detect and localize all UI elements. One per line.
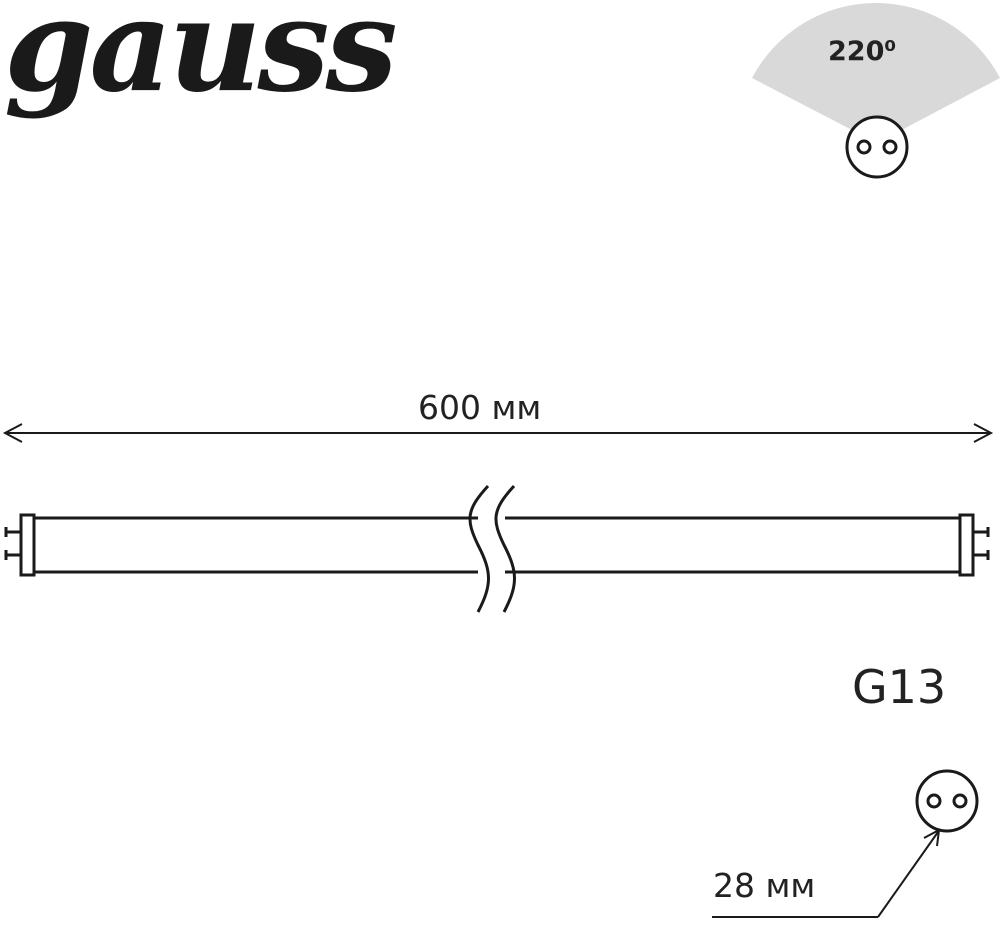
diameter-label: 28 мм: [713, 866, 816, 905]
length-label: 600 мм: [418, 388, 542, 427]
tube-body: [33, 516, 960, 574]
connector-end-view-bottom: [915, 769, 979, 833]
beam-angle-label: 220⁰: [828, 36, 897, 67]
left-end-cap: [4, 513, 36, 577]
base-type-label: G13: [852, 660, 947, 714]
length-dimension-arrow: [2, 423, 994, 443]
right-end-cap: [958, 513, 990, 577]
connector-end-view-top: [845, 115, 909, 179]
diameter-leader-line: [712, 828, 941, 918]
beam-angle-fan: [752, 2, 1000, 143]
gauss-logo: gauss: [4, 0, 398, 121]
tube-break-symbol: [468, 484, 516, 613]
